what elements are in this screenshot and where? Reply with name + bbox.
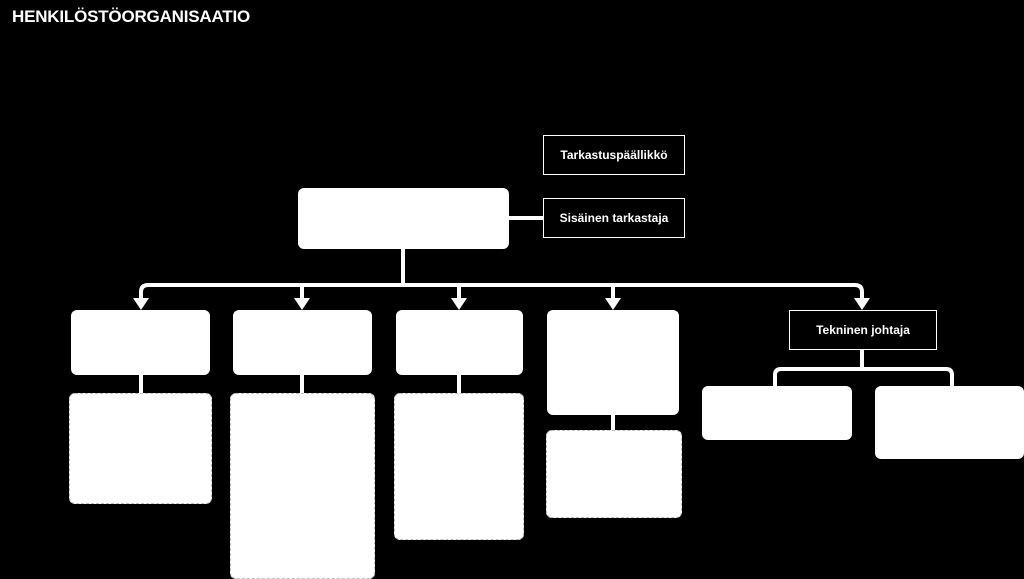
tech-sub-box-1 xyxy=(702,386,852,440)
technical-director-label: Tekninen johtaja xyxy=(789,310,937,350)
dept-box-3 xyxy=(396,310,523,375)
arrowhead-4 xyxy=(605,298,621,310)
chief-inspector-label: Tarkastuspäällikkö xyxy=(543,135,685,175)
diagram-title: HENKILÖSTÖORGANISAATIO xyxy=(12,7,251,26)
arrowhead-1 xyxy=(133,298,149,310)
dept-box-2 xyxy=(233,310,372,375)
sub-box-1 xyxy=(69,393,212,504)
sub-box-2 xyxy=(230,393,375,579)
sub-box-4 xyxy=(546,430,682,518)
internal-auditor-label: Sisäinen tarkastaja xyxy=(543,198,685,238)
dept-box-4 xyxy=(547,310,679,415)
arrowhead-3 xyxy=(451,298,467,310)
connector-tech-bus xyxy=(773,367,954,386)
connector-horizontal-bus xyxy=(139,283,864,298)
dept-box-1 xyxy=(71,310,210,375)
arrowhead-5 xyxy=(854,298,870,310)
arrowhead-2 xyxy=(294,298,310,310)
sub-box-3 xyxy=(394,393,524,540)
tech-sub-box-2 xyxy=(875,386,1024,459)
top-box xyxy=(298,188,509,249)
